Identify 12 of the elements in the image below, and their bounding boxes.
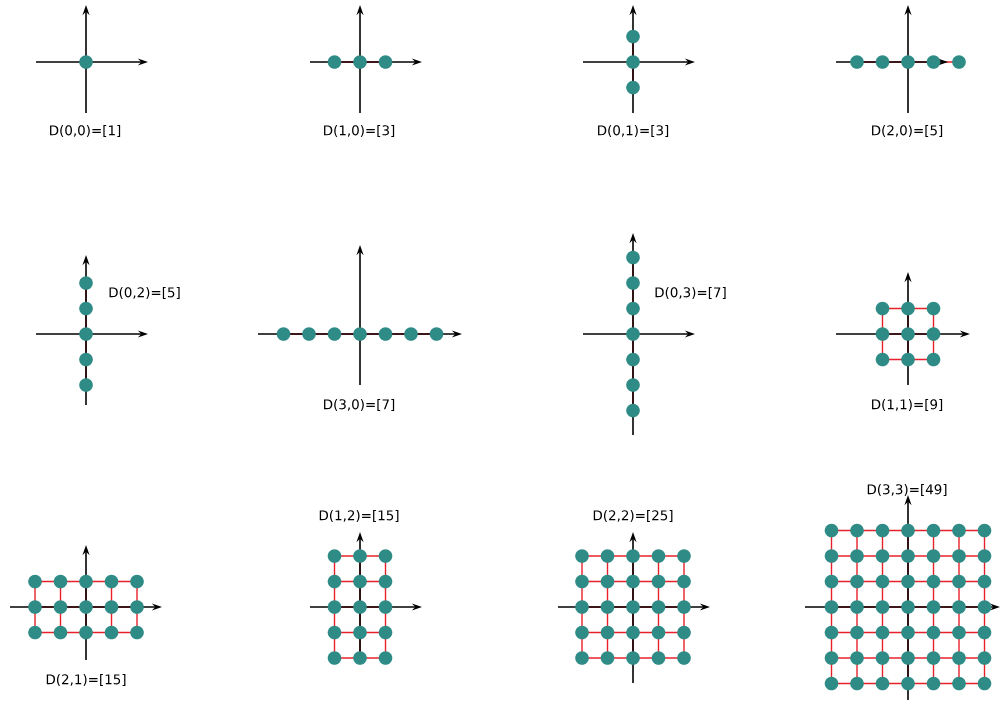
grid-label: D(2,1)=[15] [46, 674, 126, 686]
grid-label: D(3,0)=[7] [324, 399, 395, 411]
grid-label: D(1,1)=[9] [872, 399, 943, 411]
grid-label: D(0,3)=[7] [655, 287, 726, 299]
grid-label: D(0,1)=[3] [598, 125, 669, 137]
grid-label: D(2,0)=[5] [872, 125, 943, 137]
grid-label: D(0,0)=[1] [50, 125, 121, 137]
grid-label: D(0,2)=[5] [109, 287, 180, 299]
grid-label: D(1,2)=[15] [319, 510, 399, 522]
grid-label: D(3,3)=[49] [867, 484, 947, 496]
grid-label: D(1,0)=[3] [324, 125, 395, 137]
grid-label: D(2,2)=[25] [593, 510, 673, 522]
